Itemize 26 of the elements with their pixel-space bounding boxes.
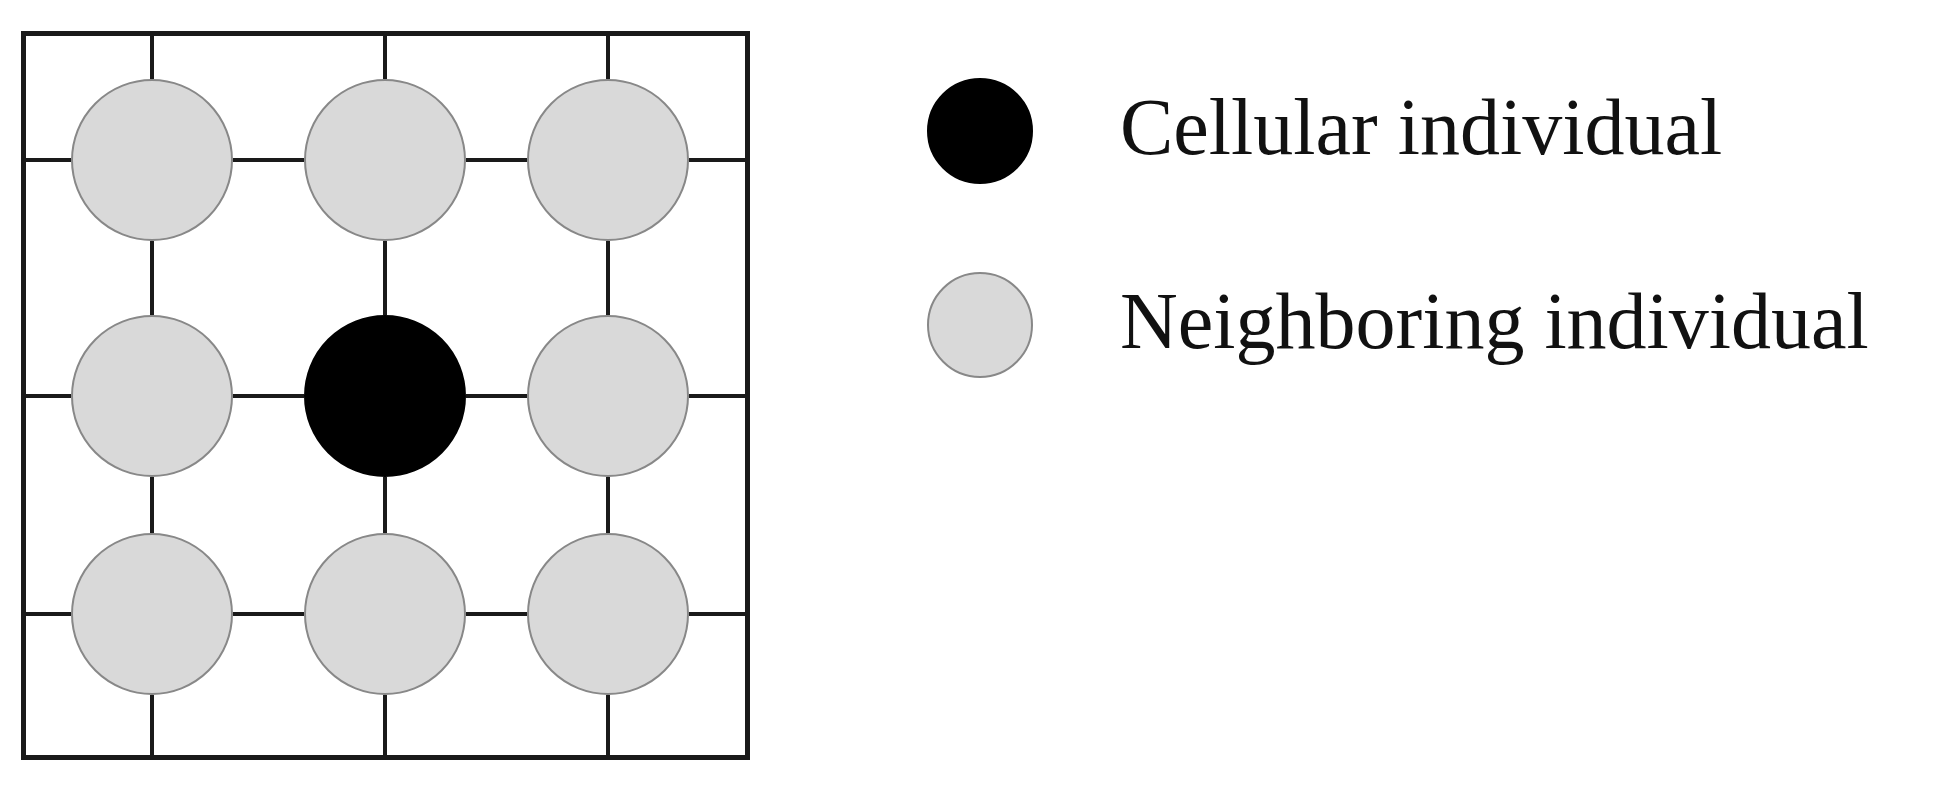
link-line — [150, 36, 154, 79]
link-line — [466, 158, 527, 162]
link-line — [689, 612, 745, 616]
link-line — [689, 394, 745, 398]
link-line — [233, 612, 304, 616]
link-line — [606, 477, 610, 533]
link-line — [383, 241, 387, 315]
link-line — [233, 158, 304, 162]
link-line — [26, 612, 71, 616]
link-line — [383, 36, 387, 79]
link-line — [383, 477, 387, 533]
link-line — [606, 36, 610, 79]
link-line — [466, 394, 527, 398]
link-line — [150, 241, 154, 315]
link-line — [150, 477, 154, 533]
link-line — [606, 695, 610, 755]
legend-label: Cellular individual — [1120, 87, 1723, 167]
link-line — [26, 394, 71, 398]
link-line — [233, 394, 304, 398]
link-line — [689, 158, 745, 162]
link-line — [383, 695, 387, 755]
link-line — [466, 612, 527, 616]
link-line — [606, 241, 610, 315]
grid-frame — [21, 31, 750, 760]
link-line — [26, 158, 71, 162]
link-line — [150, 695, 154, 755]
